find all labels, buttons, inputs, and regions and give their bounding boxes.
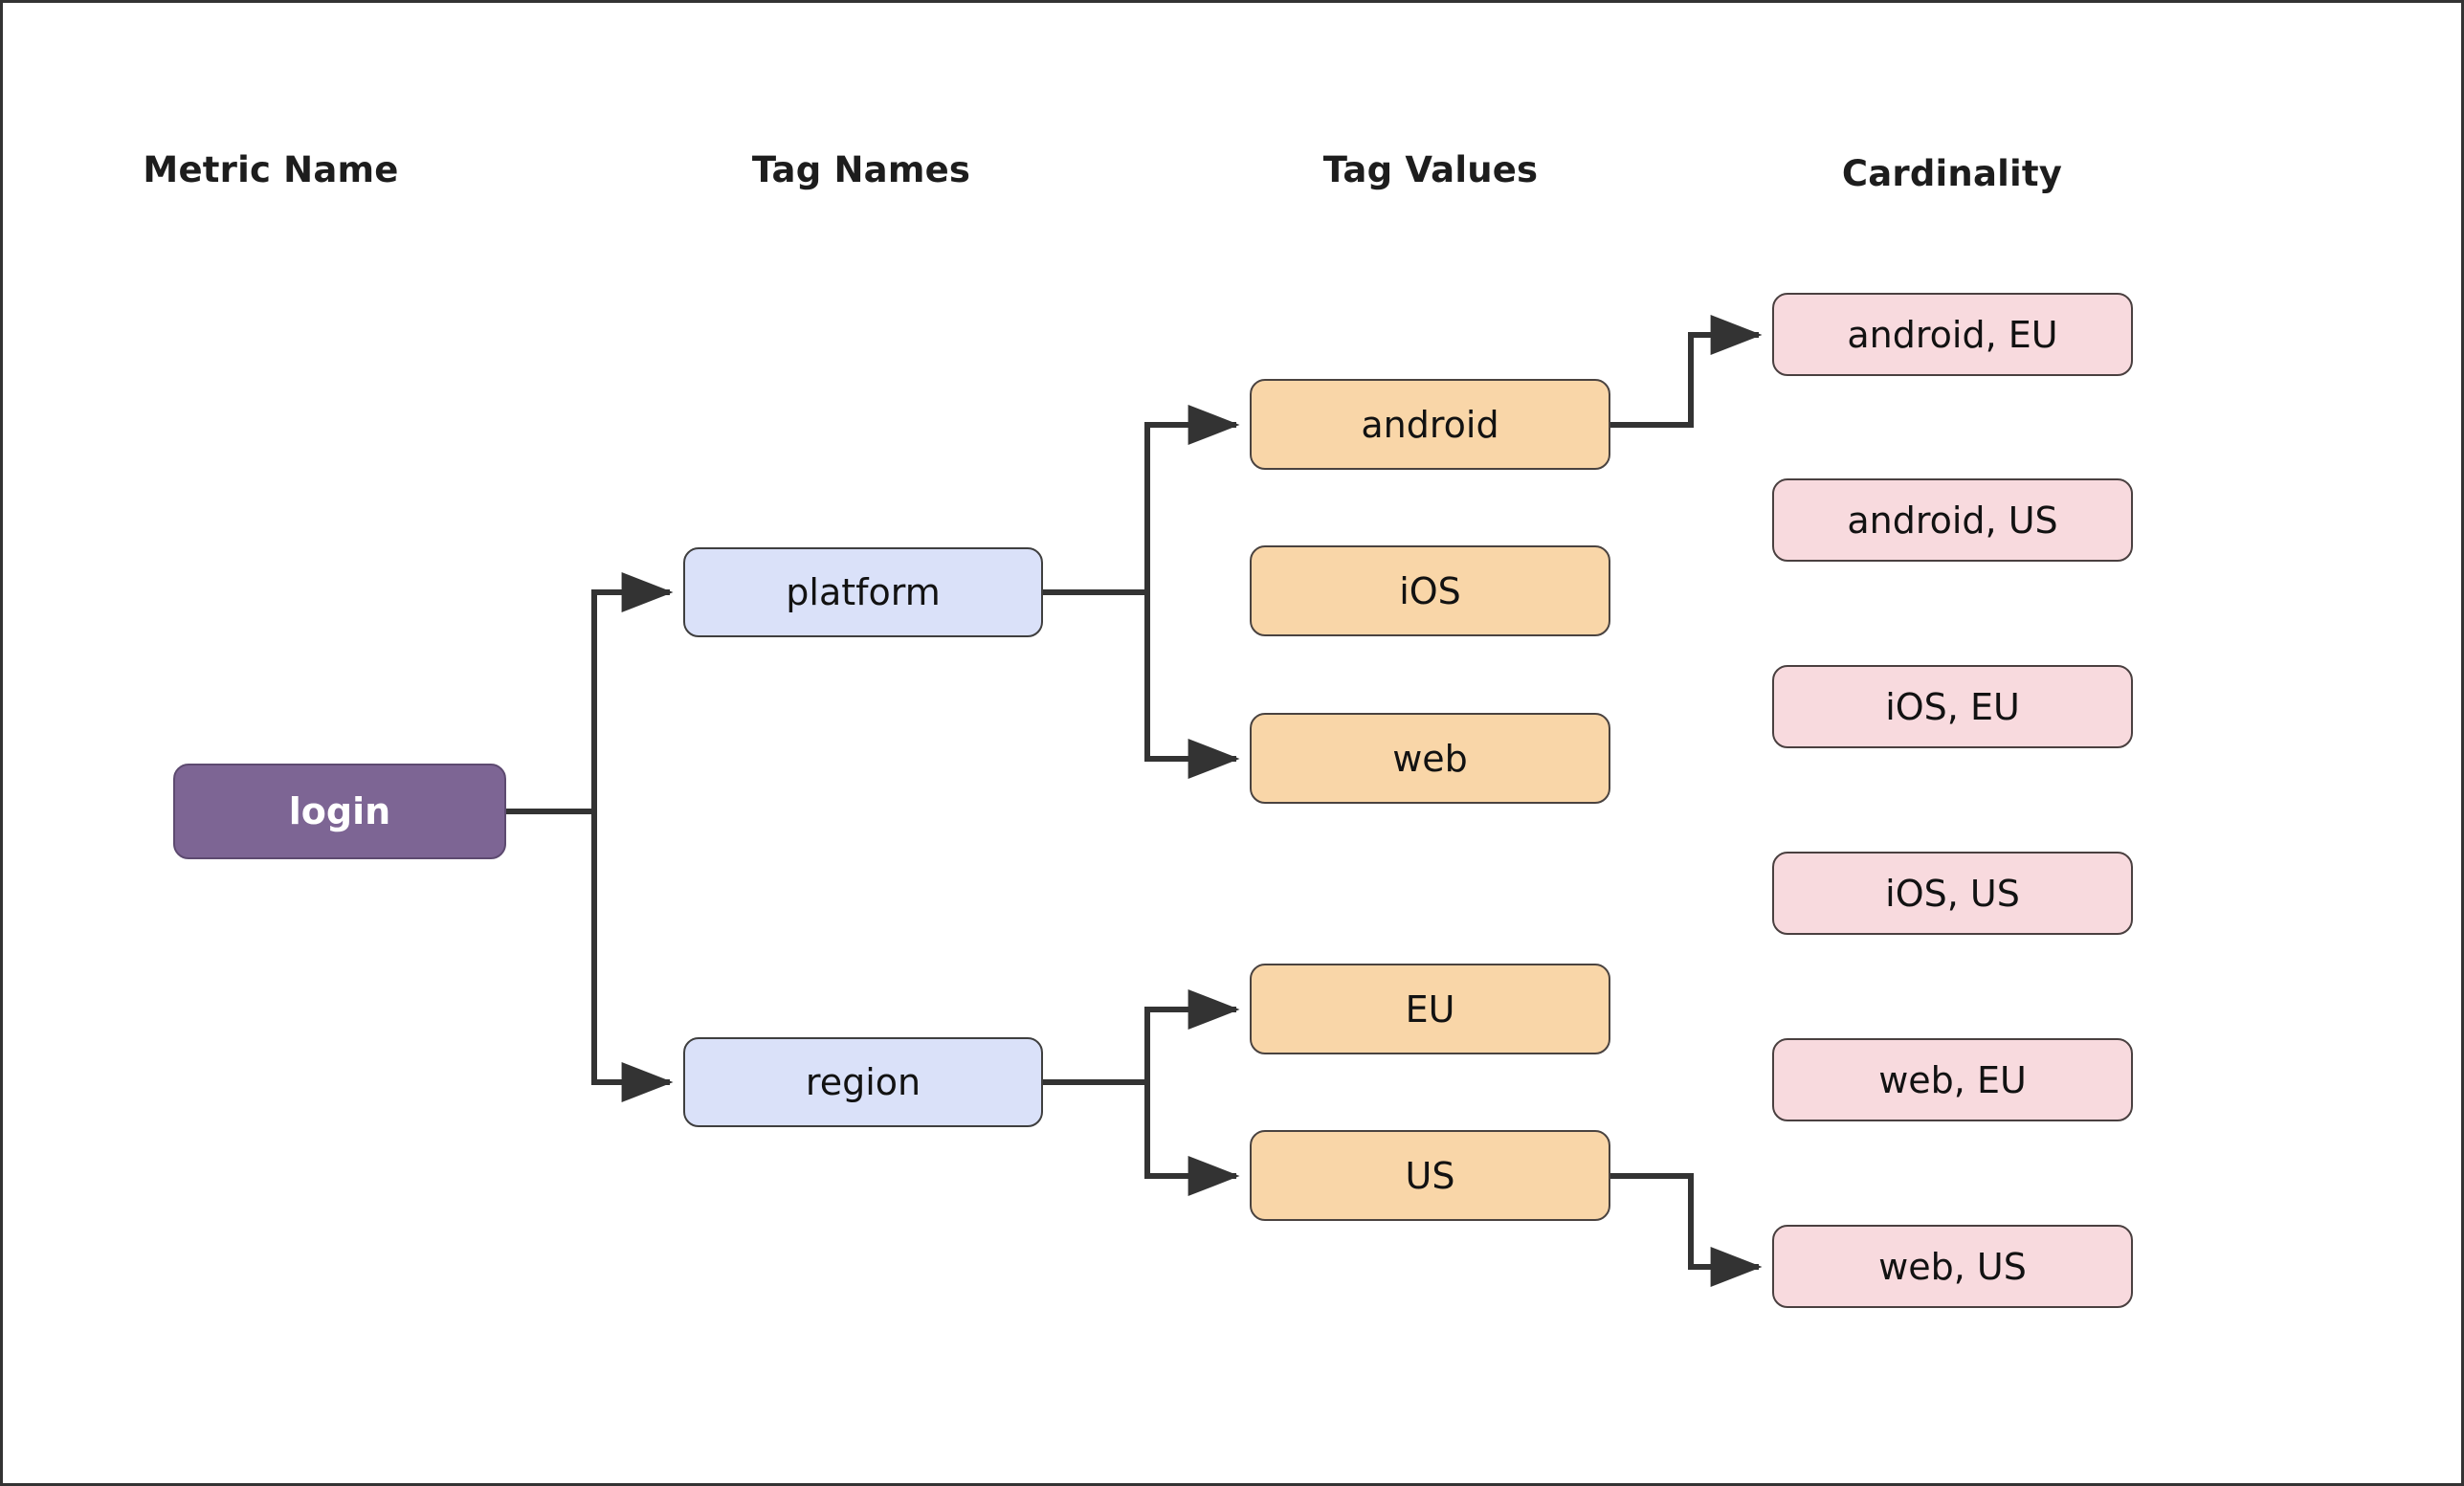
node-ios-eu[interactable]: iOS, EU — [1772, 665, 2133, 748]
node-region[interactable]: region — [683, 1037, 1043, 1127]
column-header-tag-values: Tag Values — [1322, 149, 1539, 190]
edge-us-web-us — [1610, 1173, 1763, 1287]
node-login[interactable]: login — [173, 764, 506, 859]
column-header-cardinality: Cardinality — [1841, 153, 2063, 194]
node-us[interactable]: US — [1250, 1130, 1610, 1221]
node-platform[interactable]: platform — [683, 547, 1043, 637]
edge-android-android-eu — [1610, 315, 1763, 428]
node-android-eu[interactable]: android, EU — [1772, 293, 2133, 376]
edge-platform-web — [1144, 592, 1240, 779]
edge-region-eu — [1144, 989, 1240, 1082]
edge-region-us — [1144, 1082, 1240, 1196]
node-ios-us[interactable]: iOS, US — [1772, 852, 2133, 935]
node-web-eu[interactable]: web, EU — [1772, 1038, 2133, 1121]
edge-platform-android — [1144, 405, 1240, 592]
column-header-tag-names: Tag Names — [751, 149, 971, 190]
node-ios[interactable]: iOS — [1250, 545, 1610, 636]
node-web[interactable]: web — [1250, 713, 1610, 804]
node-web-us[interactable]: web, US — [1772, 1225, 2133, 1308]
node-eu[interactable]: EU — [1250, 964, 1610, 1054]
node-android-us[interactable]: android, US — [1772, 478, 2133, 562]
edge-login-region — [591, 811, 674, 1102]
column-header-metric-name: Metric Name — [143, 149, 399, 190]
node-android[interactable]: android — [1250, 379, 1610, 470]
edge-login-platform — [506, 572, 674, 814]
